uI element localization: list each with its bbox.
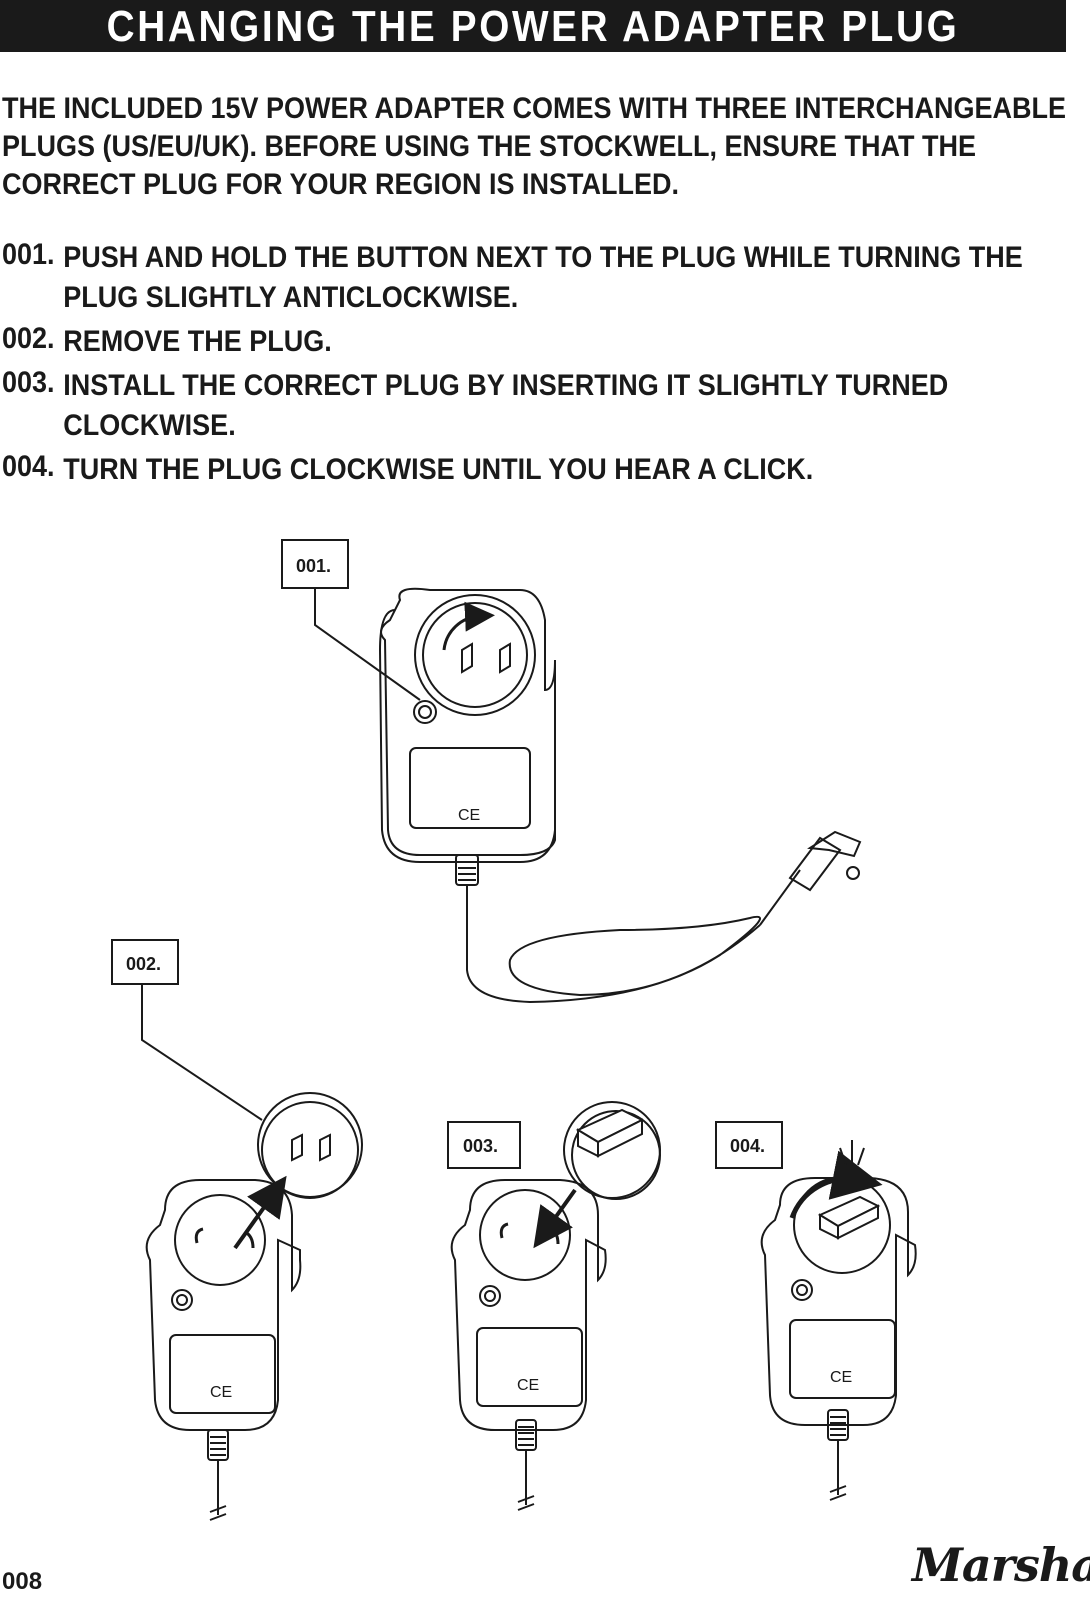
rotate-anticlockwise-arrow-icon bbox=[442, 601, 495, 651]
intro-line: PLUGS (US/EU/UK). BEFORE USING THE STOCK… bbox=[2, 130, 977, 163]
ce-mark: CE bbox=[210, 1384, 232, 1401]
intro-paragraph: THE INCLUDED 15V POWER ADAPTER COMES WIT… bbox=[2, 90, 1067, 204]
rotate-clockwise-arrow-icon bbox=[789, 1150, 883, 1219]
insert-arrow-icon bbox=[533, 1188, 577, 1249]
callout-label-004: 004. bbox=[730, 1136, 765, 1156]
callout-leader-001 bbox=[314, 588, 421, 701]
step-text: REMOVE THE PLUG. bbox=[63, 325, 332, 358]
callout-label-003: 003. bbox=[463, 1136, 498, 1156]
callout-box-004 bbox=[715, 1121, 783, 1169]
callout-box-003 bbox=[447, 1121, 521, 1169]
adapter-001: CE bbox=[378, 587, 862, 1004]
step-003: 003. INSTALL THE CORRECT PLUG BY INSERTI… bbox=[2, 366, 992, 446]
step-001: 001. PUSH AND HOLD THE BUTTON NEXT TO TH… bbox=[2, 238, 1023, 318]
illustration: CE 001. 002. CE 003. bbox=[111, 539, 917, 1521]
plug-removed-002 bbox=[257, 1092, 363, 1199]
step-004: 004. TURN THE PLUG CLOCKWISE UNTIL YOU H… bbox=[2, 450, 992, 490]
ce-mark: CE bbox=[830, 1369, 852, 1386]
step-text: PLUG SLIGHTLY ANTICLOCKWISE. bbox=[63, 281, 519, 314]
step-number: 003. bbox=[2, 366, 55, 399]
page-title: CHANGING THE POWER ADAPTER PLUG bbox=[106, 2, 960, 51]
click-sound-icon bbox=[839, 1140, 865, 1168]
adapter-004: CE bbox=[760, 1176, 917, 1501]
callout-label-001: 001. bbox=[296, 556, 331, 576]
adapter-002: CE bbox=[145, 1179, 302, 1521]
brand-logo: Marshall bbox=[912, 1538, 1090, 1592]
ce-mark: CE bbox=[458, 807, 480, 824]
callout-leader-002 bbox=[141, 984, 263, 1121]
callout-box-002 bbox=[111, 939, 179, 985]
step-text: INSTALL THE CORRECT PLUG BY INSERTING IT… bbox=[63, 369, 949, 402]
step-text: TURN THE PLUG CLOCKWISE UNTIL YOU HEAR A… bbox=[63, 453, 814, 486]
intro-line: CORRECT PLUG FOR YOUR REGION IS INSTALLE… bbox=[2, 168, 680, 201]
page-number: 008 bbox=[2, 1568, 43, 1595]
step-text: CLOCKWISE. bbox=[63, 409, 236, 442]
callout-label-002: 002. bbox=[126, 954, 161, 974]
step-number: 002. bbox=[2, 322, 55, 355]
step-text: PUSH AND HOLD THE BUTTON NEXT TO THE PLU… bbox=[63, 241, 1023, 274]
ce-mark: CE bbox=[517, 1377, 539, 1394]
steps-list: 001. PUSH AND HOLD THE BUTTON NEXT TO TH… bbox=[2, 238, 1023, 494]
intro-line: THE INCLUDED 15V POWER ADAPTER COMES WIT… bbox=[2, 92, 1067, 125]
plug-insert-003 bbox=[563, 1101, 661, 1200]
step-002: 002. REMOVE THE PLUG. bbox=[2, 322, 992, 362]
step-number: 004. bbox=[2, 450, 55, 483]
remove-arrow-icon bbox=[233, 1175, 287, 1250]
adapter-003: CE bbox=[450, 1179, 607, 1511]
step-number: 001. bbox=[2, 238, 55, 271]
header-bar bbox=[0, 0, 1066, 52]
